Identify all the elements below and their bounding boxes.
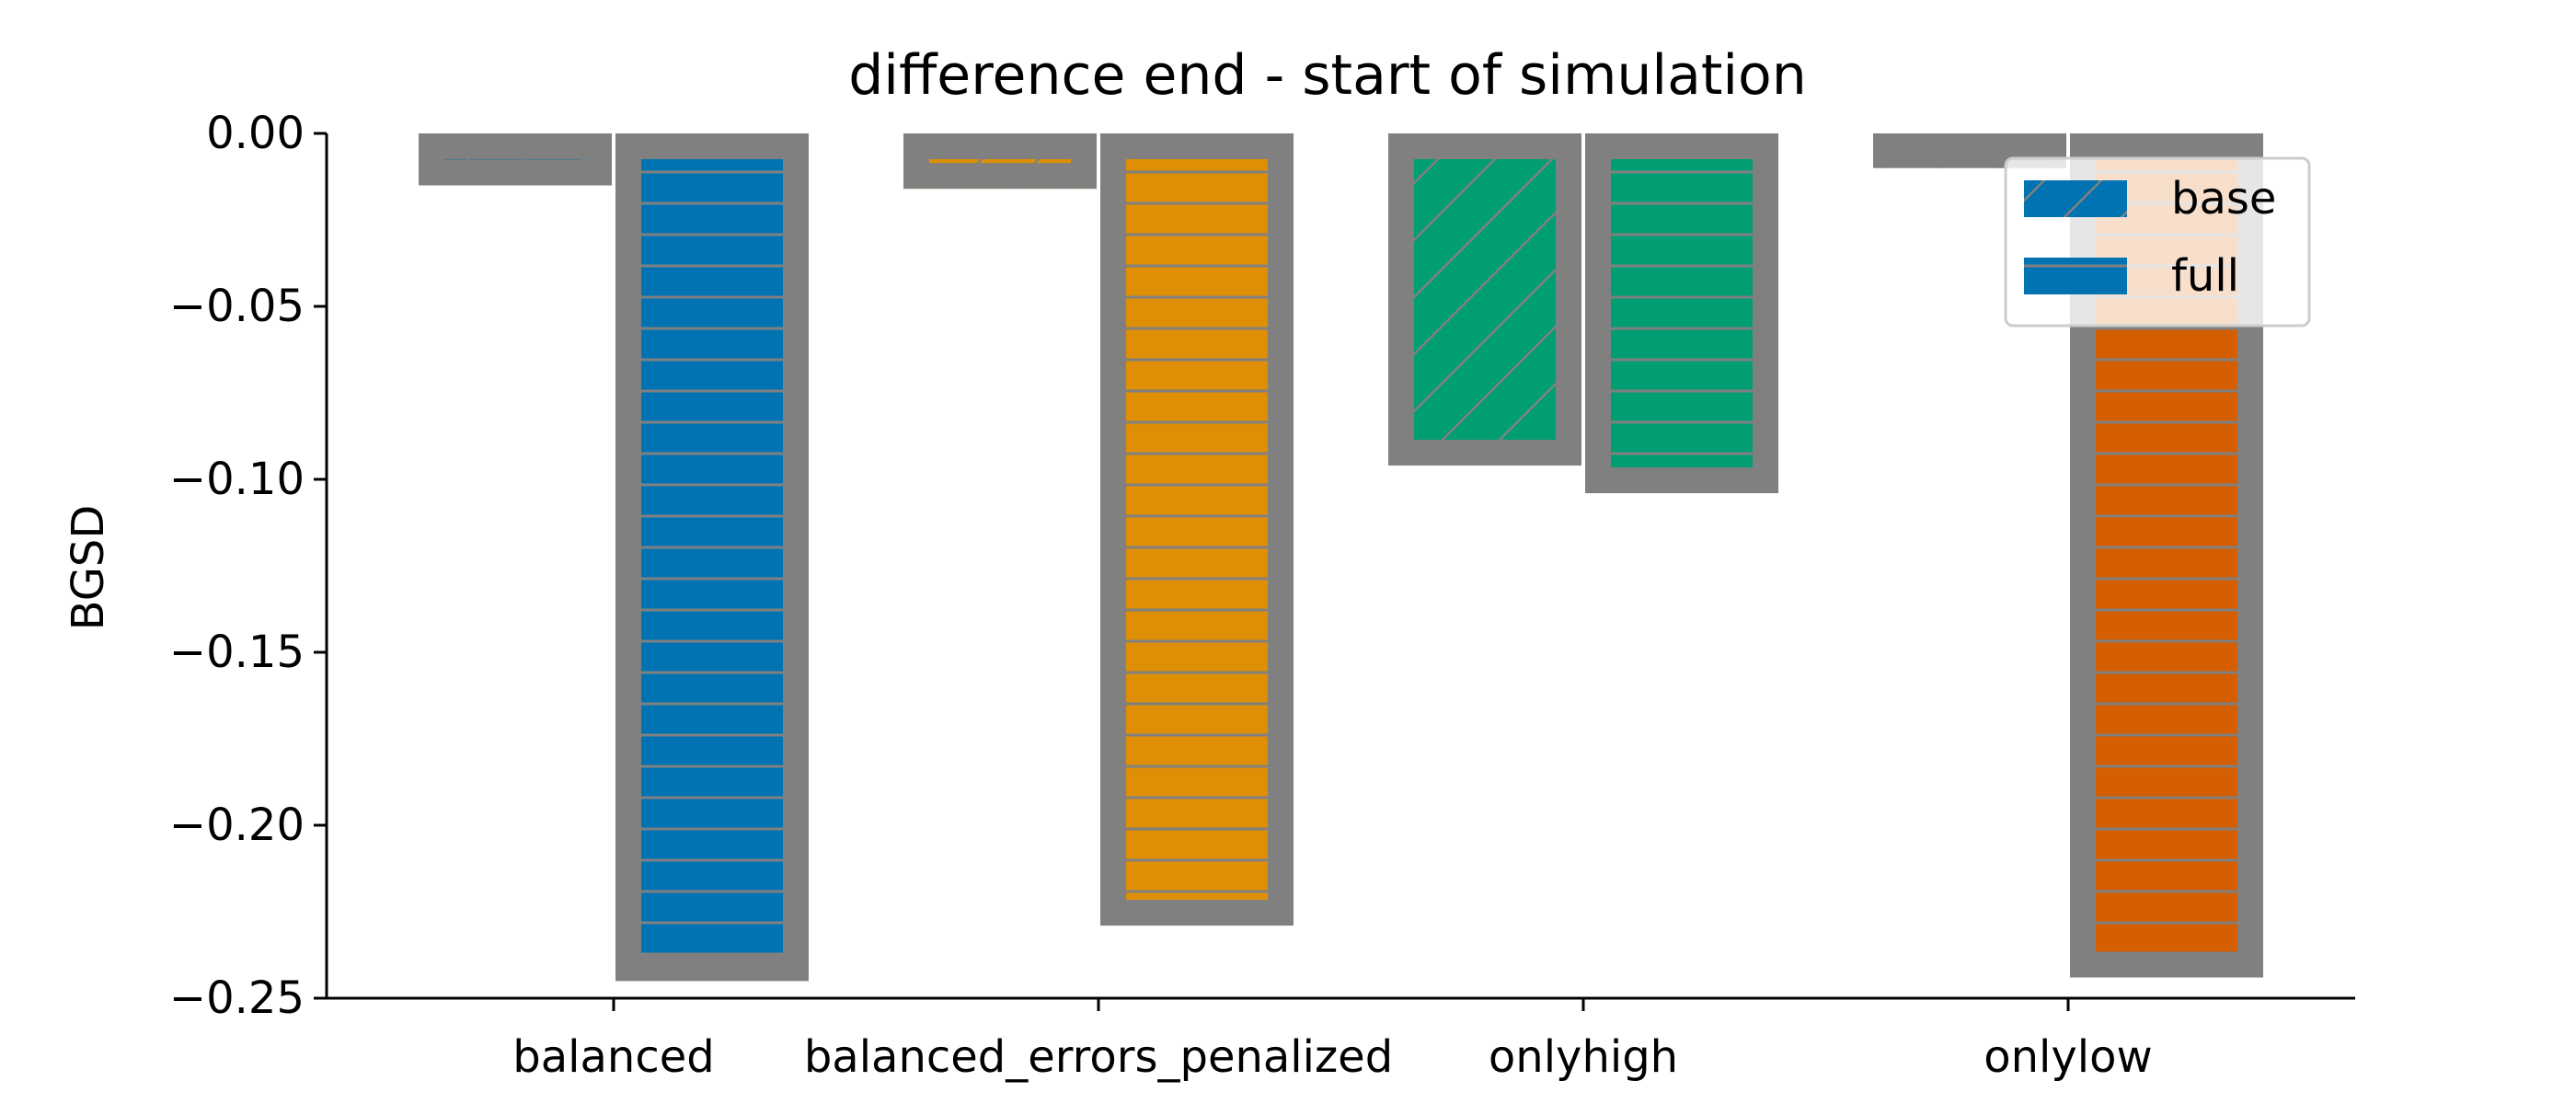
bars-group xyxy=(419,133,2263,982)
y-tick-label: −0.25 xyxy=(169,972,305,1024)
x-tick-label: onlyhigh xyxy=(1489,1031,1678,1083)
bar-full-onlylow-edge xyxy=(2070,133,2263,978)
x-tick-label: balanced_errors_penalized xyxy=(804,1031,1393,1083)
y-tick-label: 0.00 xyxy=(206,108,305,159)
bar-full-balanced_errors_penalized-edge xyxy=(1100,133,1294,926)
bar-full-balanced-hatch xyxy=(615,133,809,982)
legend-label-full: full xyxy=(2171,250,2239,302)
x-tick-label: onlylow xyxy=(1984,1031,2153,1083)
legend-swatch-full-hatch xyxy=(2024,258,2127,294)
legend-label-base: base xyxy=(2171,173,2276,224)
legend-swatch-base-hatch xyxy=(2024,180,2127,217)
y-axis-label: BGSD xyxy=(63,505,114,631)
chart-title: difference end - start of simulation xyxy=(848,43,1807,108)
bar-base-onlyhigh-edge xyxy=(1388,133,1581,466)
y-axis: 0.00 −0.05 −0.10 −0.15 −0.20 −0.25 xyxy=(169,108,328,1024)
bar-full-onlyhigh-hatch xyxy=(1585,133,1778,494)
x-tick-label: balanced xyxy=(512,1031,714,1083)
y-tick-label: −0.15 xyxy=(169,627,305,678)
y-tick-label: −0.05 xyxy=(169,281,305,332)
bar-full-balanced-edge xyxy=(615,133,809,982)
bar-base-balanced-edge xyxy=(419,133,612,186)
bar-full-onlyhigh-edge xyxy=(1585,133,1778,494)
y-tick-label: −0.10 xyxy=(169,454,305,505)
bar-base-onlyhigh-hatch xyxy=(1388,133,1581,466)
legend: base full xyxy=(2004,156,2311,328)
bar-base-balanced_errors_penalized-edge xyxy=(903,133,1097,190)
bar-base-onlylow-edge xyxy=(1873,133,2066,168)
y-tick-label: −0.20 xyxy=(169,799,305,851)
x-axis: balanced balanced_errors_penalized onlyhig… xyxy=(327,996,2355,1083)
bar-full-balanced_errors_penalized-hatch xyxy=(1100,133,1294,926)
